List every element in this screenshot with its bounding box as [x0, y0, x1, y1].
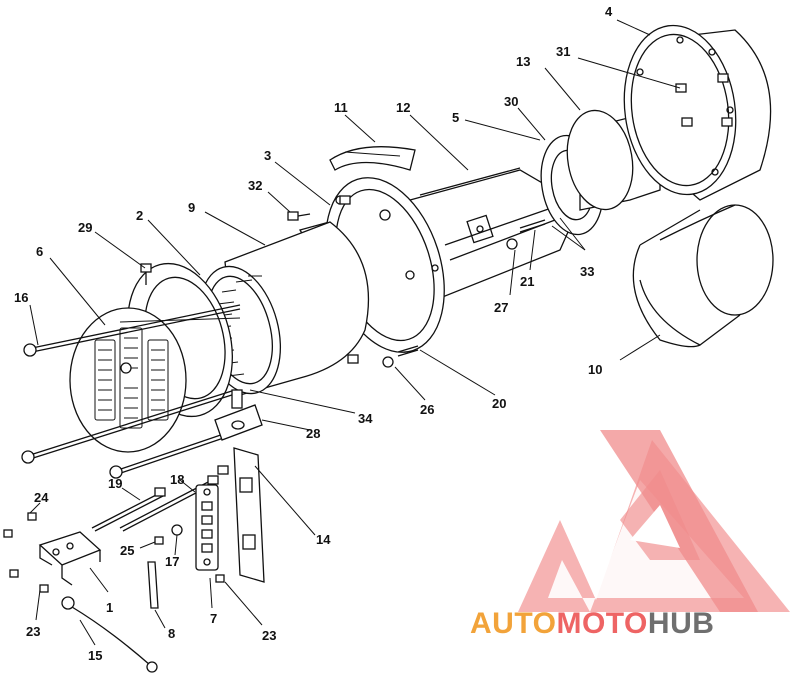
- callout-25: 25: [120, 543, 134, 558]
- bell-housing: [623, 24, 772, 201]
- callout-6: 6: [36, 244, 43, 259]
- cover-plate: [329, 146, 416, 171]
- callout-30: 30: [504, 94, 518, 109]
- leader-lines: [29, 19, 681, 646]
- callout-4: 4: [605, 4, 613, 19]
- callout-26: 26: [420, 402, 434, 417]
- callout-34: 34: [358, 411, 373, 426]
- terminal-panel: [233, 447, 265, 583]
- callout-32: 32: [248, 178, 262, 193]
- callout-5: 5: [452, 110, 459, 125]
- callout-16: 16: [14, 290, 28, 305]
- bolt-29: [140, 263, 152, 285]
- insulator-strip: [147, 561, 159, 609]
- callout-10: 10: [588, 362, 602, 377]
- band-cover: [632, 204, 774, 348]
- callout-labels: 1 2 3 4 5 6 7 8 9 10 11 12 13 14 15 16 1…: [14, 4, 613, 663]
- callout-33: 33: [580, 264, 594, 279]
- callout-29: 29: [78, 220, 92, 235]
- callout-15: 15: [88, 648, 102, 663]
- small-bolts: [3, 195, 546, 593]
- watermark-part-auto: AUTO: [470, 607, 556, 640]
- callout-17: 17: [165, 554, 179, 569]
- callout-31: 31: [556, 44, 570, 59]
- mount-bracket: [214, 389, 263, 441]
- callout-28: 28: [306, 426, 320, 441]
- end-cover-grill: [69, 307, 187, 453]
- callout-3: 3: [264, 148, 271, 163]
- watermark-part-moto: MOTO: [556, 607, 647, 640]
- watermark-part-hub: HUB: [648, 607, 715, 640]
- terminal-bracket: [38, 531, 102, 586]
- callout-12: 12: [396, 100, 410, 115]
- callout-18: 18: [170, 472, 184, 487]
- callout-23-left: 23: [26, 624, 40, 639]
- watermark-text: AUTOMOTOHUB: [470, 607, 714, 640]
- callout-13: 13: [516, 54, 530, 69]
- callout-1: 1: [106, 600, 113, 615]
- ground-cable: [61, 596, 158, 673]
- callout-2: 2: [136, 208, 143, 223]
- watermark-logo: [518, 430, 790, 612]
- callout-19: 19: [108, 476, 122, 491]
- terminal-block: [195, 484, 219, 571]
- callout-14: 14: [316, 532, 331, 547]
- svg-text:AUTOMOTOHUB: AUTOMOTOHUB: [470, 607, 714, 640]
- callout-7: 7: [210, 611, 217, 626]
- callout-20: 20: [492, 396, 506, 411]
- callout-24: 24: [34, 490, 49, 505]
- callout-21: 21: [520, 274, 534, 289]
- callout-11: 11: [334, 100, 348, 115]
- callout-23-right: 23: [262, 628, 276, 643]
- callout-9: 9: [188, 200, 195, 215]
- callout-27: 27: [494, 300, 508, 315]
- tie-bolts: [21, 304, 251, 479]
- callout-8: 8: [168, 626, 175, 641]
- washer: [171, 524, 183, 536]
